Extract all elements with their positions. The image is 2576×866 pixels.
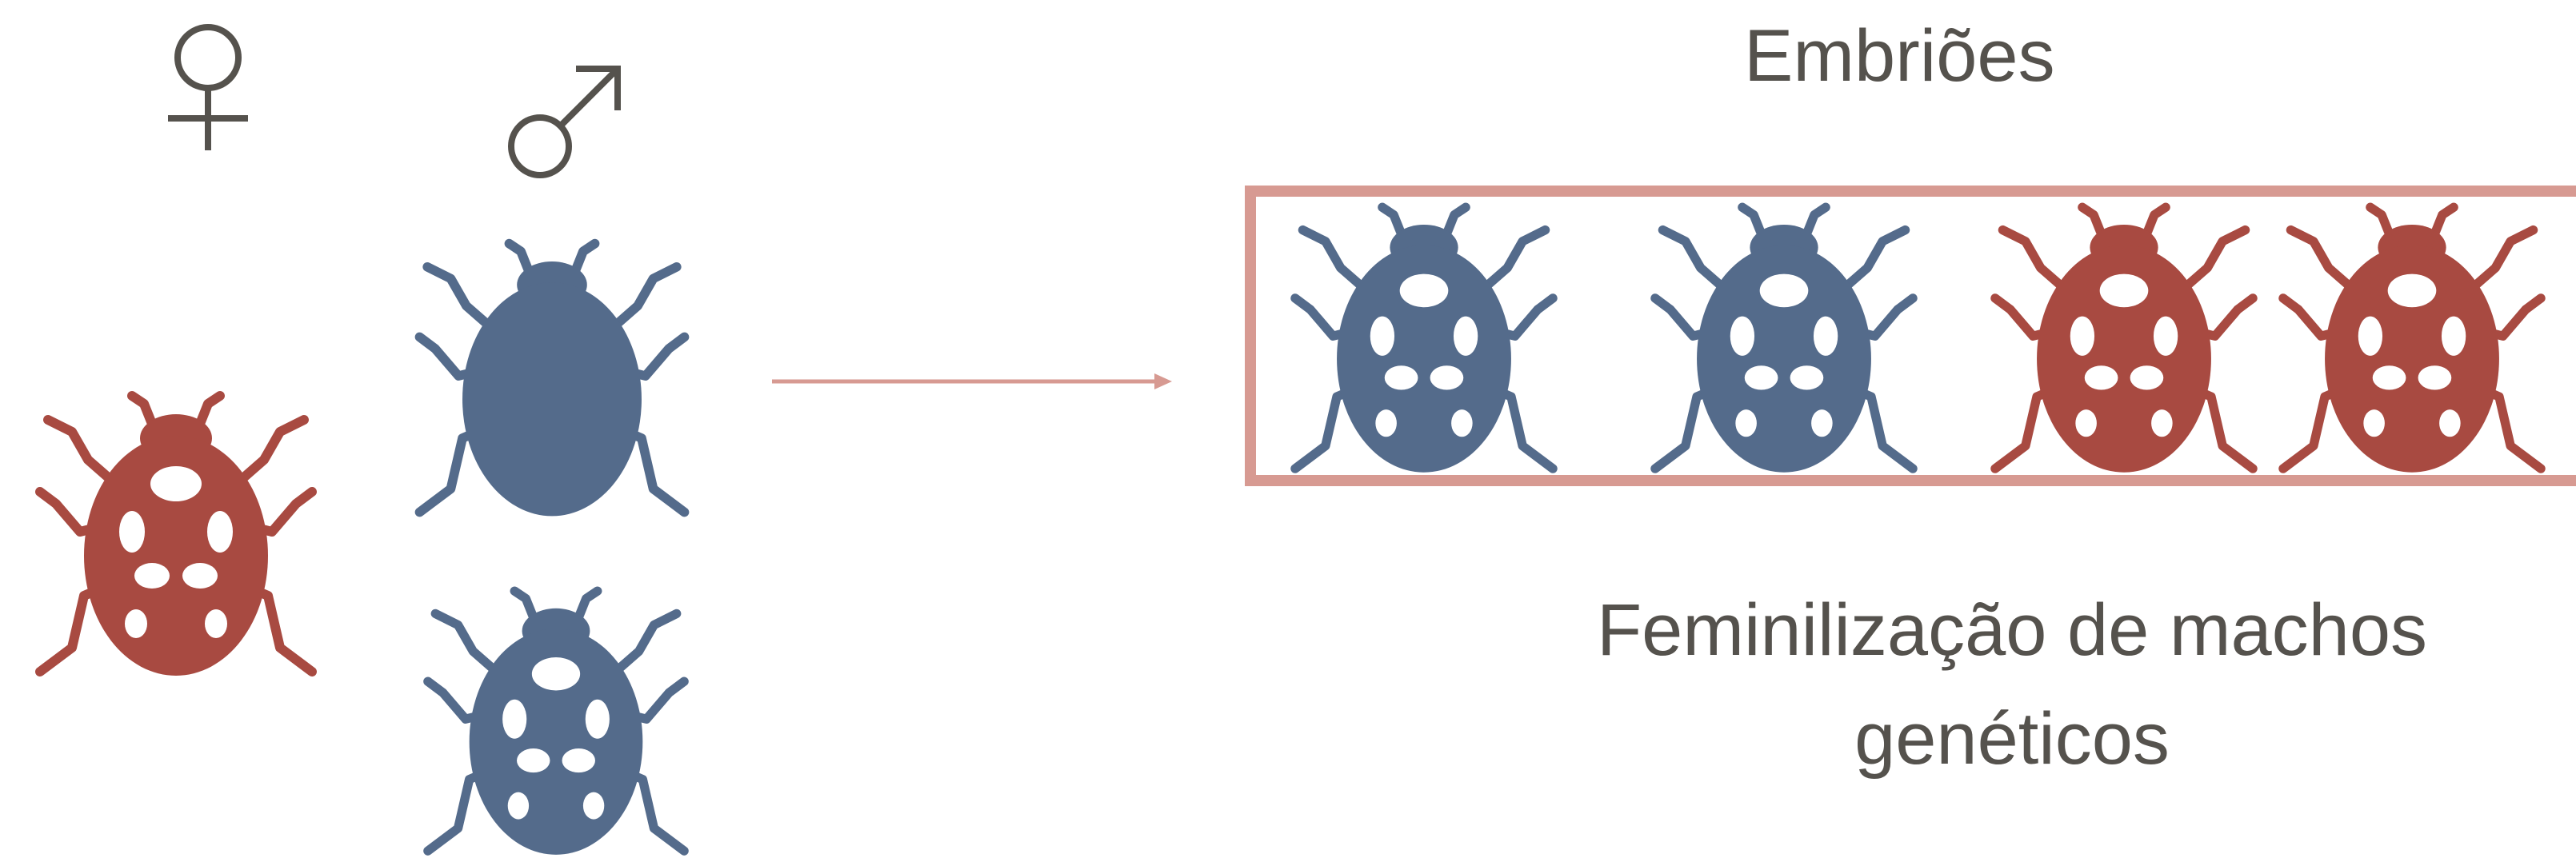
arrow-right-icon bbox=[772, 373, 1172, 389]
embryo-box bbox=[1245, 186, 2576, 486]
female-symbol-icon bbox=[168, 24, 248, 150]
ladybug-icon bbox=[1964, 196, 2284, 484]
embryos-label: Embriões bbox=[1744, 15, 2055, 97]
caption: Feminilização de machos genéticos bbox=[1596, 589, 2427, 780]
ladybug-icon bbox=[16, 384, 336, 688]
ladybug-icon bbox=[1624, 196, 1944, 484]
ladybug-icon bbox=[2268, 196, 2576, 484]
ladybug-icon bbox=[1264, 196, 1584, 484]
ladybug-icon bbox=[396, 580, 716, 866]
ladybug-icon bbox=[392, 232, 712, 528]
male-symbol-icon bbox=[508, 66, 621, 178]
